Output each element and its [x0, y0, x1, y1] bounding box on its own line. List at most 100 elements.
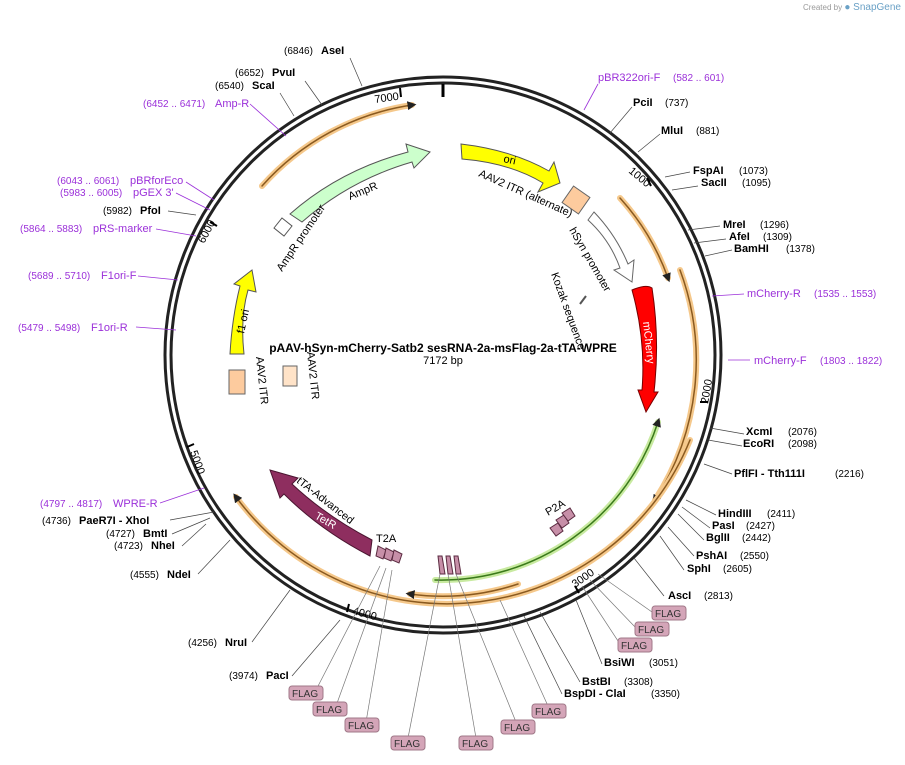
feature-arcs: [233, 101, 700, 607]
flag-lines: [315, 565, 653, 739]
flag-label-3: FLAG: [621, 641, 647, 652]
flag-label-9: FLAG: [504, 723, 530, 734]
site-pos-mlui: (881): [696, 126, 719, 137]
kozak-mark: [579, 295, 587, 305]
aav2-itr-left-box: [228, 369, 246, 395]
site-pos-bglii: (2442): [742, 533, 771, 544]
arc-wpre-core: [652, 269, 697, 504]
primer-name-f1ori-f: F1ori-F: [101, 270, 137, 282]
site-pos-nhei: (4723): [114, 541, 143, 552]
tta-arrow: [269, 469, 373, 557]
primer-name-pbrforeco: pBRforEco: [130, 175, 183, 187]
site-pos-bsiwi: (3051): [649, 658, 678, 669]
flag-badge-4: [288, 685, 324, 701]
primer-pos-mcherry-f: (1803 .. 1822): [820, 356, 882, 367]
center-flag-marks: [437, 555, 462, 575]
created-by-label: Created by: [802, 3, 843, 12]
flag-badges: FLAG FLAG FLAG FLAG FLAG FLAG FLAG FLAG …: [288, 605, 687, 751]
site-name-nhei: NheI: [151, 540, 175, 552]
site-name-pflfi: PflFI - Tth111I: [734, 468, 805, 480]
site-name-prei: MreI: [723, 219, 746, 231]
site-pos-paer7i: (4736): [42, 516, 71, 527]
tick-label-2000: 2000: [699, 378, 715, 404]
flag-badge-3: [617, 637, 653, 653]
site-name-asci: AscI: [668, 590, 691, 602]
site-pos-hindiii: (2411): [767, 509, 795, 520]
aav2-itr-left-label: AAV2 ITR: [253, 356, 270, 405]
primer-labels: (6452 .. 6471) Amp-R (6043 .. 6061) pBRf…: [18, 72, 882, 510]
leader-lines: [167, 57, 745, 695]
primer-name-f1ori-r: F1ori-R: [91, 322, 128, 334]
flag-badge-7: [390, 735, 426, 751]
t2a-marks: [375, 545, 403, 564]
primer-pos-pgex3: (5983 .. 6005): [60, 188, 122, 199]
site-name-mlui: MluI: [661, 125, 683, 137]
site-name-bmti: BmtI: [143, 528, 167, 540]
flag-badge-6: [344, 717, 380, 733]
site-name-pasi: PasI: [712, 520, 735, 532]
hsyn-promoter-arrow: [587, 211, 635, 283]
site-pos-pvui: (6652): [235, 68, 264, 79]
plasmid-length: 7172 bp: [423, 355, 463, 367]
site-pos-pshai: (2550): [740, 551, 769, 562]
branding: Created by ● SnapGene: [803, 2, 901, 13]
site-pos-asei: (6846): [284, 46, 313, 57]
site-pos-afei: (1309): [763, 232, 792, 243]
tick-1000: [646, 177, 652, 187]
p2a-marks: [549, 507, 576, 537]
site-pos-nrui: (4256): [188, 638, 217, 649]
flag-badge-2: [634, 621, 670, 637]
site-pos-pfoi: (5982): [103, 206, 132, 217]
site-name-paer7i: PaeR7I - XhoI: [79, 515, 149, 527]
f1-ori-label: f1 ori: [235, 308, 252, 334]
site-pos-pcii: (737): [665, 98, 688, 109]
site-pos-pasi: (2427): [746, 521, 775, 532]
primer-pos-pbr322ori-f: (582 .. 601): [673, 73, 724, 84]
site-labels: (6846) AseI (6652) PvuI (6540) ScaI (598…: [42, 45, 864, 700]
site-name-sacii: SacII: [701, 177, 727, 189]
flag-badge-10: [531, 703, 567, 719]
site-name-bspdi: BspDI - ClaI: [564, 688, 626, 700]
site-name-pshai: PshAI: [696, 550, 727, 562]
primer-lines: [135, 83, 750, 504]
site-pos-paci: (3974): [229, 671, 258, 682]
mcherry-label: mCherry: [640, 321, 656, 365]
site-pos-xcmi: (2076): [788, 427, 817, 438]
tick-6000: [209, 221, 218, 227]
primer-name-amp-r: Amp-R: [215, 98, 249, 110]
site-name-sphi: SphI: [687, 563, 711, 575]
aav2-itr-alt-box: [561, 185, 591, 215]
site-name-afei: AfeI: [729, 231, 750, 243]
flag-label-6: FLAG: [348, 721, 374, 732]
primer-name-pbr322ori-f: pBR322ori-F: [598, 72, 661, 84]
arc-ori-upper-core: [261, 101, 417, 187]
site-pos-scai: (6540): [215, 81, 244, 92]
site-name-ecori: EcoRI: [743, 438, 774, 450]
flag-label-8: FLAG: [462, 739, 488, 750]
site-name-pcii: PciI: [633, 97, 653, 109]
site-name-bglii: BglII: [706, 532, 730, 544]
flag-label-7: FLAG: [394, 739, 420, 750]
ampr-arrow: [289, 143, 431, 223]
site-name-nrui: NruI: [225, 637, 247, 649]
site-name-xcmi: XcmI: [746, 426, 772, 438]
arc-right-1-core: [619, 197, 671, 283]
site-name-ndei: NdeI: [167, 569, 191, 581]
primer-pos-wpre-r: (4797 .. 4817): [40, 499, 102, 510]
site-name-hindiii: HindIII: [718, 508, 752, 520]
site-pos-bmti: (4727): [106, 529, 135, 540]
tick-5000: [186, 443, 195, 448]
site-pos-bspdi: (3350): [651, 689, 680, 700]
tick-label-7000: 7000: [374, 91, 400, 106]
ori-arrow: [460, 143, 561, 194]
primer-name-mcherry-f: mCherry-F: [754, 355, 807, 367]
flag-badge-8: [458, 735, 494, 751]
tick-3000: [574, 585, 580, 594]
flag-label-2: FLAG: [638, 625, 664, 636]
flag-badge-9: [500, 719, 536, 735]
primer-pos-f1ori-r: (5479 .. 5498): [18, 323, 80, 334]
primer-pos-amp-r: (6452 .. 6471): [143, 99, 205, 110]
primer-name-wpre-r: WPRE-R: [113, 498, 158, 510]
primer-name-mcherry-r: mCherry-R: [747, 288, 801, 300]
